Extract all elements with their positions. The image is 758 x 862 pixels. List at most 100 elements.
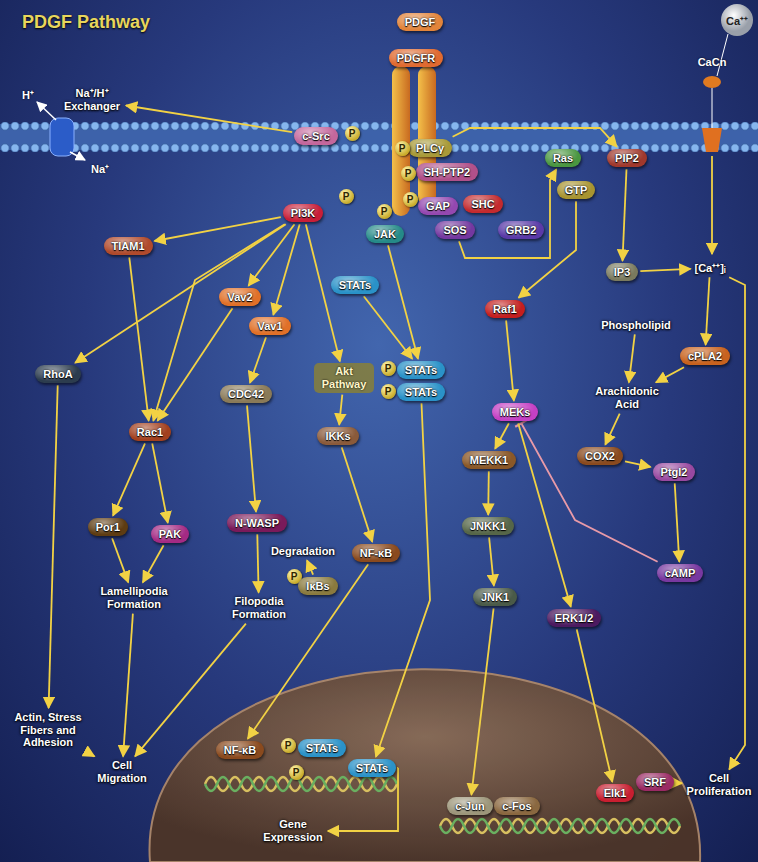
node-text: PI3K [291, 207, 315, 220]
protein-node: NF-κB [352, 544, 400, 563]
dna-strand [205, 777, 397, 791]
protein-node: ERK1/2 [547, 609, 602, 628]
node-text: IκBs [306, 580, 329, 593]
node-text: Rac1 [137, 426, 163, 439]
protein-node: c-Fos [494, 797, 539, 816]
protein-node: Rac1 [129, 423, 171, 442]
pathway-arrow [506, 320, 514, 400]
pathway-arrow [257, 534, 258, 592]
phospho-circle: P [345, 126, 360, 141]
process-text: Phospholipid [599, 318, 673, 333]
protein-node: GAP [418, 197, 458, 216]
node-text: STATs [405, 364, 437, 377]
protein-node: PLCγ [408, 139, 452, 158]
protein-node: Por1 [88, 518, 128, 537]
pathway-arrow [625, 461, 651, 467]
protein-node: STATs [397, 383, 445, 402]
node-text: GAP [426, 200, 450, 213]
channel-symbol [703, 76, 721, 88]
protein-node: CDC42 [220, 385, 272, 404]
pathway-arrow [656, 367, 684, 382]
pathway-arrow [75, 224, 286, 362]
pathway-arrow [143, 545, 164, 582]
channel-line [712, 88, 713, 128]
phospho-circle: P [395, 141, 410, 156]
protein-node: SH-PTP2 [416, 163, 478, 182]
node-text: Lamellipodia Formation [96, 585, 172, 610]
pathway-arrow [87, 752, 95, 756]
pathway-arrow [706, 277, 710, 344]
pathway-arrow [153, 224, 284, 420]
pathway-arrow [495, 423, 509, 448]
protein-node: cAMP [657, 564, 704, 583]
pathway-arrow [640, 269, 690, 271]
node-text: [Ca⁺⁺]ᵢ [695, 262, 726, 275]
node-text: GRB2 [506, 224, 537, 237]
node-text: SH-PTP2 [424, 166, 470, 179]
protein-node: JNK1 [473, 588, 517, 607]
pathway-arrow [675, 483, 680, 561]
protein-node: COX2 [577, 447, 623, 466]
protein-node: Raf1 [485, 300, 525, 319]
inhibition-line [521, 423, 657, 561]
node-text: P [345, 126, 360, 141]
protein-node: PDGFR [389, 49, 444, 68]
node-text: Degradation [271, 545, 335, 558]
node-text: c-Fos [502, 800, 531, 813]
dna-strand [205, 777, 397, 791]
protein-node: N-WASP [227, 514, 287, 533]
node-text: Na⁺/H⁺ Exchanger [62, 87, 122, 112]
node-text: NF-κB [360, 547, 392, 560]
nucleus [149, 669, 700, 862]
dna-strand [440, 819, 680, 833]
process-text: Filopodia Formation [226, 594, 292, 621]
pathway-arrow [676, 782, 682, 784]
protein-node: IKKs [317, 427, 358, 446]
protein-node: SHC [463, 195, 502, 214]
pathway-arrow [364, 296, 412, 358]
pathway-arrow [459, 169, 556, 258]
protein-node: STATs [348, 759, 396, 778]
pathway-arrow [126, 106, 292, 133]
protein-node: MEKs [492, 403, 539, 422]
node-text: PIP2 [615, 152, 639, 165]
node-text: Actin, Stress Fibers and Adhesion [10, 711, 86, 749]
protein-node: JNKK1 [462, 517, 514, 536]
node-text: IKKs [325, 430, 350, 443]
protein-node: Elk1 [596, 784, 635, 803]
protein-node: NF-κB [216, 741, 264, 760]
protein-node: Vav2 [219, 288, 260, 307]
node-text: Vav2 [227, 291, 252, 304]
node-text: ERK1/2 [555, 612, 594, 625]
node-text: Ras [553, 152, 573, 165]
node-text: P [377, 204, 392, 219]
pathway-arrow [518, 423, 571, 606]
node-text: PDGFR [397, 52, 436, 65]
node-text: Phospholipid [601, 319, 671, 332]
node-text: IP3 [614, 266, 631, 279]
phospho-circle: P [401, 166, 416, 181]
node-text: Cell Migration [95, 759, 149, 784]
pathway-arrow [342, 447, 373, 541]
protein-node: Vav1 [249, 317, 290, 336]
node-text: RhoA [43, 368, 72, 381]
process-text: Na⁺/H⁺ Exchanger [60, 86, 124, 113]
process-text: Gene Expression [260, 817, 326, 844]
node-text: P [281, 738, 296, 753]
phospho-circle: P [289, 765, 304, 780]
phospho-circle: P [403, 192, 418, 207]
node-text: Cell Proliferation [686, 772, 752, 797]
calcium-arrow [711, 156, 713, 254]
process-text: Arachidonic Acid [589, 384, 665, 411]
ion-arrow [37, 102, 56, 120]
node-text: c-Jun [455, 800, 484, 813]
protein-node: PDGF [397, 13, 444, 32]
pathway-arrow [152, 443, 168, 522]
node-text: Akt Pathway [318, 365, 370, 390]
phospho-circle: P [381, 361, 396, 376]
ion-arrow [70, 152, 85, 160]
protein-node: PI3K [283, 204, 323, 223]
pathway-arrow [487, 471, 489, 514]
